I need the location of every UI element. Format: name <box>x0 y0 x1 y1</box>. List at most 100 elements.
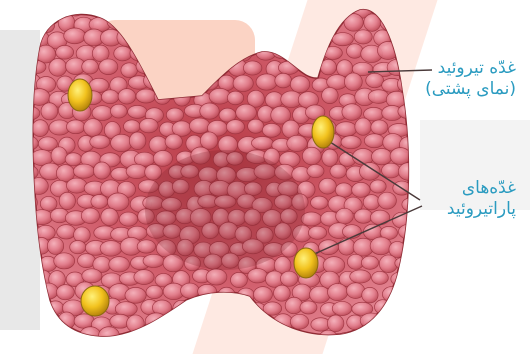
lobule <box>185 316 202 330</box>
lobule <box>335 122 356 137</box>
lobule <box>154 334 176 347</box>
lobule <box>246 332 267 348</box>
lobule <box>136 89 156 103</box>
lobule <box>249 31 266 45</box>
lobule <box>319 178 337 194</box>
lobule <box>187 332 209 348</box>
lobule <box>384 317 400 335</box>
lobule <box>317 2 336 17</box>
lobule <box>283 328 300 343</box>
lobule <box>134 1 156 15</box>
lobule <box>178 31 194 46</box>
lobule <box>100 241 122 257</box>
lobule <box>354 209 372 223</box>
lobule <box>54 253 75 269</box>
lobule <box>275 73 292 88</box>
lobule <box>370 210 389 225</box>
lobule <box>117 333 138 346</box>
lobule <box>189 118 210 133</box>
lobule <box>310 196 328 209</box>
lobule <box>342 104 362 121</box>
lobule <box>372 271 389 284</box>
lobule <box>397 18 418 33</box>
lobule <box>40 196 57 211</box>
lobule <box>126 164 147 178</box>
lobule <box>354 30 372 44</box>
lobule <box>309 47 328 60</box>
lobule <box>90 135 110 149</box>
lobule <box>166 46 183 60</box>
parathyroid-upper-right <box>312 116 334 148</box>
lobule <box>330 164 347 178</box>
lobule <box>371 149 392 165</box>
lobule <box>309 286 330 303</box>
lobule <box>396 286 414 300</box>
lobule <box>208 60 229 74</box>
lobule <box>238 14 256 28</box>
lobule <box>248 269 268 283</box>
lobule <box>322 149 338 166</box>
lobule <box>200 103 219 119</box>
lobule <box>302 0 321 15</box>
lobule <box>198 284 217 298</box>
lobule <box>130 46 147 61</box>
lobule <box>165 318 181 332</box>
lobule <box>66 120 85 134</box>
lobule <box>398 224 419 239</box>
lobule <box>307 164 324 177</box>
lobule <box>138 328 159 344</box>
lobule <box>41 103 58 120</box>
lobule <box>342 225 361 239</box>
lobule <box>364 134 384 148</box>
lobule <box>243 61 262 75</box>
lobule <box>290 76 309 93</box>
lobule <box>400 45 419 63</box>
lobule <box>49 58 67 76</box>
lobule <box>274 285 291 301</box>
lobule <box>333 0 353 14</box>
lobule <box>24 46 41 60</box>
lobule <box>322 87 339 103</box>
lobule <box>101 90 118 104</box>
lobule <box>292 16 310 31</box>
lobule <box>382 163 401 178</box>
lobule <box>350 331 372 347</box>
lobule <box>390 148 411 165</box>
lobule <box>200 132 218 149</box>
lobule <box>298 32 319 46</box>
lobule <box>324 46 343 59</box>
lobule <box>210 298 230 313</box>
lobule <box>117 28 136 46</box>
lobule <box>363 195 380 210</box>
lobule <box>148 46 167 62</box>
lobule <box>371 120 388 135</box>
lobule <box>192 299 208 316</box>
lobule <box>41 317 59 331</box>
lobule <box>272 44 291 59</box>
lobule <box>308 226 326 239</box>
lobule <box>226 120 244 134</box>
lobule <box>319 330 338 347</box>
lobule <box>115 302 137 316</box>
lobule <box>199 15 216 29</box>
lobule <box>134 270 154 285</box>
label-thyroid-title: غدّه تیروئید <box>425 58 516 79</box>
lobule <box>273 314 292 331</box>
lobule <box>326 14 342 30</box>
lobule <box>139 118 158 132</box>
lobule <box>207 333 224 347</box>
lobule <box>81 208 99 224</box>
lobule <box>20 313 41 331</box>
lobule <box>378 192 397 209</box>
label-parathyroid: غدّه‌های پاراتیروئید <box>447 178 516 220</box>
lobule <box>200 48 219 61</box>
lobule <box>210 0 226 16</box>
lobule <box>370 180 386 193</box>
lobule <box>323 257 345 274</box>
lobule <box>382 287 401 302</box>
lobule <box>20 287 37 300</box>
lobule <box>392 31 410 49</box>
lobule <box>225 300 247 314</box>
lobule <box>336 208 354 224</box>
